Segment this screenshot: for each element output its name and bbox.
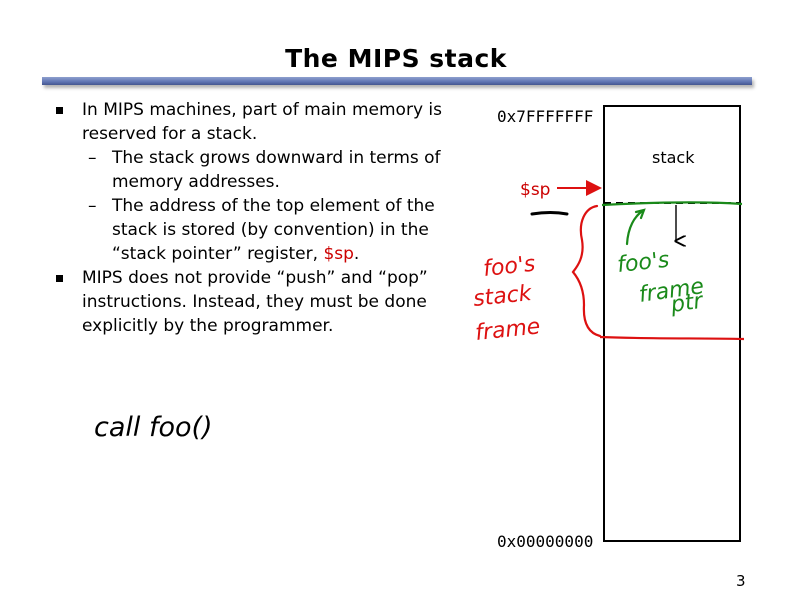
slide-title: The MIPS stack <box>285 44 507 73</box>
bullet-text-line: MIPS does not provide “push” and “pop” <box>82 268 428 288</box>
stack-memory-box <box>603 105 741 542</box>
bullet-text-line: explicitly by the programmer. <box>82 316 334 336</box>
handwritten-frame-1: frame <box>474 314 542 346</box>
bullet-square-icon <box>56 107 63 114</box>
page-number: 3 <box>736 572 746 590</box>
bullet-text-line: stack is stored (by convention) in the <box>112 220 429 240</box>
dash-marker: – <box>88 196 97 216</box>
text-segment: “stack pointer” register, <box>112 244 324 264</box>
bullet-text-line: The address of the top element of the <box>112 196 435 216</box>
dash-marker: – <box>88 148 97 168</box>
handwritten-foos-1: foo's <box>482 252 537 282</box>
text-segment: . <box>353 244 360 264</box>
handwritten-dash <box>530 211 569 216</box>
sp-register-text: $sp <box>323 244 354 264</box>
sp-pointer-label: $sp <box>520 180 551 200</box>
handwritten-foos-2: foo's <box>616 248 671 278</box>
top-address-label: 0x7FFFFFFF <box>497 107 594 126</box>
title-underline-bar <box>42 77 752 85</box>
stack-region-label: stack <box>652 148 695 167</box>
bullet-text-line: In MIPS machines, part of main memory is <box>82 100 442 120</box>
frame-pointer-green-line <box>601 201 743 207</box>
handwritten-stack: stack <box>472 281 534 312</box>
handwritten-call-foo: call foo() <box>94 412 213 443</box>
bottom-address-label: 0x00000000 <box>497 532 594 551</box>
stack-frame-brace-icon <box>571 204 602 338</box>
frame-ptr-hook-arrow-icon <box>625 208 646 246</box>
subbullet-stack-pointer: – The address of the top element of the … <box>56 194 466 266</box>
subbullet-grows-downward: – The stack grows downward in terms of m… <box>56 146 466 194</box>
bullet-text-line: reserved for a stack. <box>82 124 258 144</box>
bullet-text-line: memory addresses. <box>112 172 280 192</box>
bullet-text-line: “stack pointer” register, $sp. <box>112 242 466 266</box>
bullet-main-memory: In MIPS machines, part of main memory is… <box>56 98 466 146</box>
bullet-text-line: The stack grows downward in terms of <box>112 148 441 168</box>
handwritten-ptr: ptr <box>668 289 706 319</box>
bullet-text-line: instructions. Instead, they must be done <box>82 292 427 312</box>
bullet-list: In MIPS machines, part of main memory is… <box>56 98 466 338</box>
bullet-no-push-pop: MIPS does not provide “push” and “pop” i… <box>56 266 466 338</box>
frame-bottom-red-line <box>599 335 745 341</box>
bullet-square-icon <box>56 275 63 282</box>
